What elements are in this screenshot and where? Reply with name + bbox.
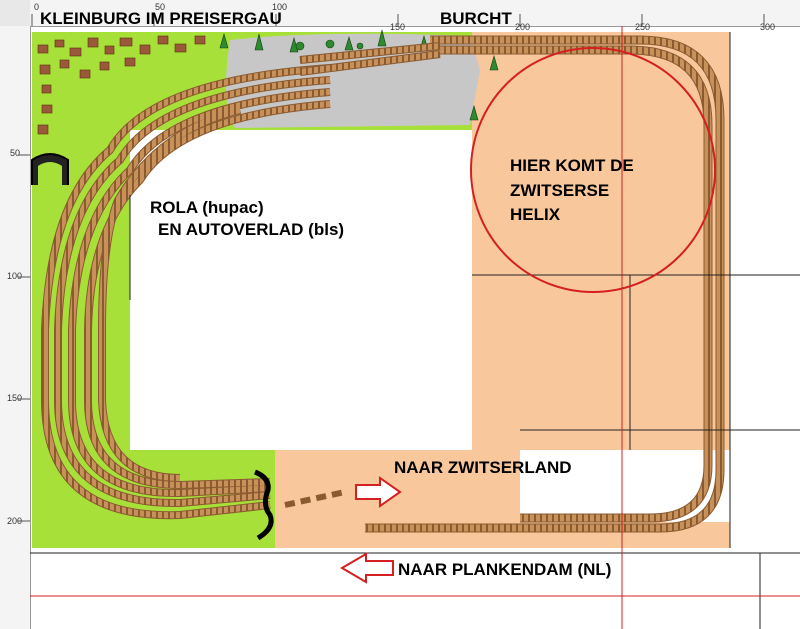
ruler-top-label: 0 xyxy=(34,2,40,12)
ruler-top-label: 50 xyxy=(155,2,166,12)
white-notch xyxy=(520,450,730,522)
kleinburg-label: KLEINBURG IM PREISERGAU xyxy=(40,9,282,28)
ruler-left-label: 50 xyxy=(10,148,21,158)
town-buildings xyxy=(37,35,206,135)
tunnel-portal-icon xyxy=(31,153,69,185)
helix-label-line1: HIER KOMT DE xyxy=(510,156,634,175)
ruler-left-label: 200 xyxy=(7,516,23,526)
helix-circle xyxy=(470,47,716,293)
ruler-top-label: 100 xyxy=(272,2,288,12)
grid-lines xyxy=(30,32,800,629)
ruler-top-label: 200 xyxy=(515,22,531,32)
ruler-top-label: 300 xyxy=(760,22,776,32)
ruler-left-label: 150 xyxy=(7,393,23,403)
horizontal-ruler[interactable]: 0 50 100 150 200 250 300 xyxy=(30,0,800,32)
ruler-top-label: 250 xyxy=(635,22,651,32)
open-area xyxy=(130,130,472,450)
naar-plankendam-label: NAAR PLANKENDAM (NL) xyxy=(398,560,612,579)
vertical-ruler[interactable]: 50 100 150 200 xyxy=(0,26,31,629)
ruler-left-label: 100 xyxy=(7,271,23,281)
arrow-left-icon xyxy=(340,552,394,584)
helix-label-line3: HELIX xyxy=(510,205,561,224)
track-plan xyxy=(41,35,725,533)
ruler-ticks xyxy=(18,14,765,522)
helix-label-line2: ZWITSERSE xyxy=(510,181,610,200)
rola-label-line1: ROLA (hupac) xyxy=(150,198,264,217)
ruler-top-label: 150 xyxy=(390,22,406,32)
naar-zwitserland-label: NAAR ZWITSERLAND xyxy=(394,458,572,477)
rola-label-line2: EN AUTOVERLAD (bls) xyxy=(158,220,345,239)
burcht-label: BURCHT xyxy=(440,9,512,28)
track-end-bracket-icon xyxy=(253,469,274,541)
arrow-right-icon xyxy=(355,476,402,508)
